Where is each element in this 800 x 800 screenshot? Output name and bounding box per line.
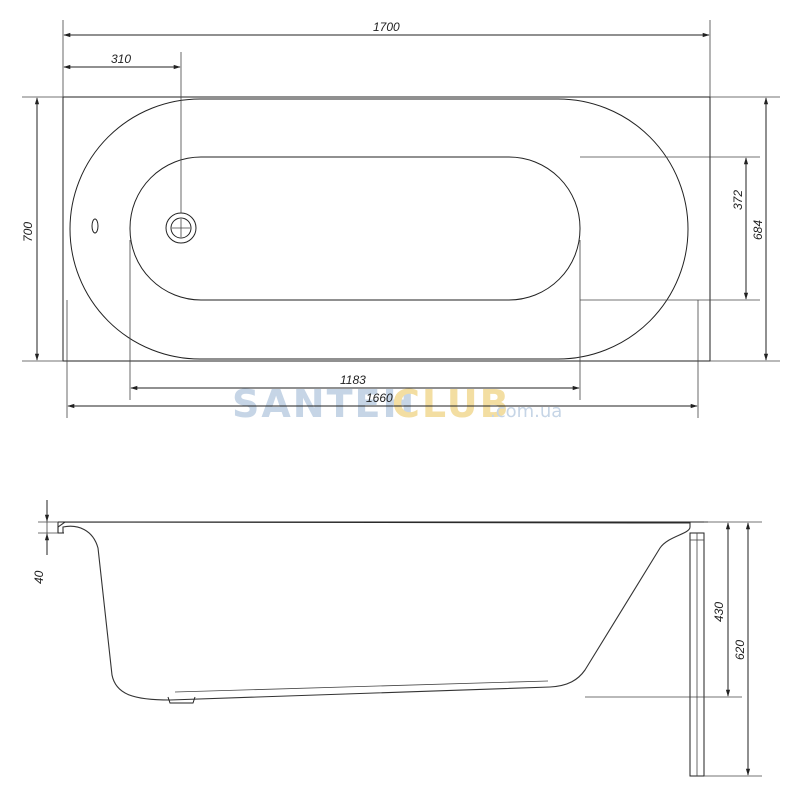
dim-total-length: 1700 bbox=[373, 20, 400, 34]
dim-depth: 430 bbox=[712, 602, 726, 622]
dim-rim-thickness: 40 bbox=[32, 570, 46, 584]
dim-drain-offset: 310 bbox=[111, 52, 131, 66]
dim-outer-width: 684 bbox=[751, 220, 765, 240]
side-view: 40 430 620 bbox=[32, 500, 762, 777]
dim-inner-width: 372 bbox=[731, 190, 745, 210]
watermark-domain: .com.ua bbox=[490, 401, 562, 422]
tub-inner-basin bbox=[129, 156, 581, 301]
tub-side-profile bbox=[57, 521, 691, 701]
dim-inner-length: 1183 bbox=[340, 373, 366, 387]
top-view: 1700 310 700 372 684 1183 1660 bbox=[21, 20, 780, 418]
drain-icon bbox=[165, 212, 197, 244]
tub-outer-basin bbox=[69, 98, 689, 360]
watermark: SANTEH CLUB .com.ua bbox=[232, 382, 562, 426]
dim-total-width: 700 bbox=[21, 222, 35, 242]
dim-height: 620 bbox=[733, 640, 747, 660]
overflow-icon bbox=[91, 218, 99, 234]
dim-outer-length: 1660 bbox=[366, 391, 393, 405]
tub-outer-rim bbox=[62, 96, 711, 362]
